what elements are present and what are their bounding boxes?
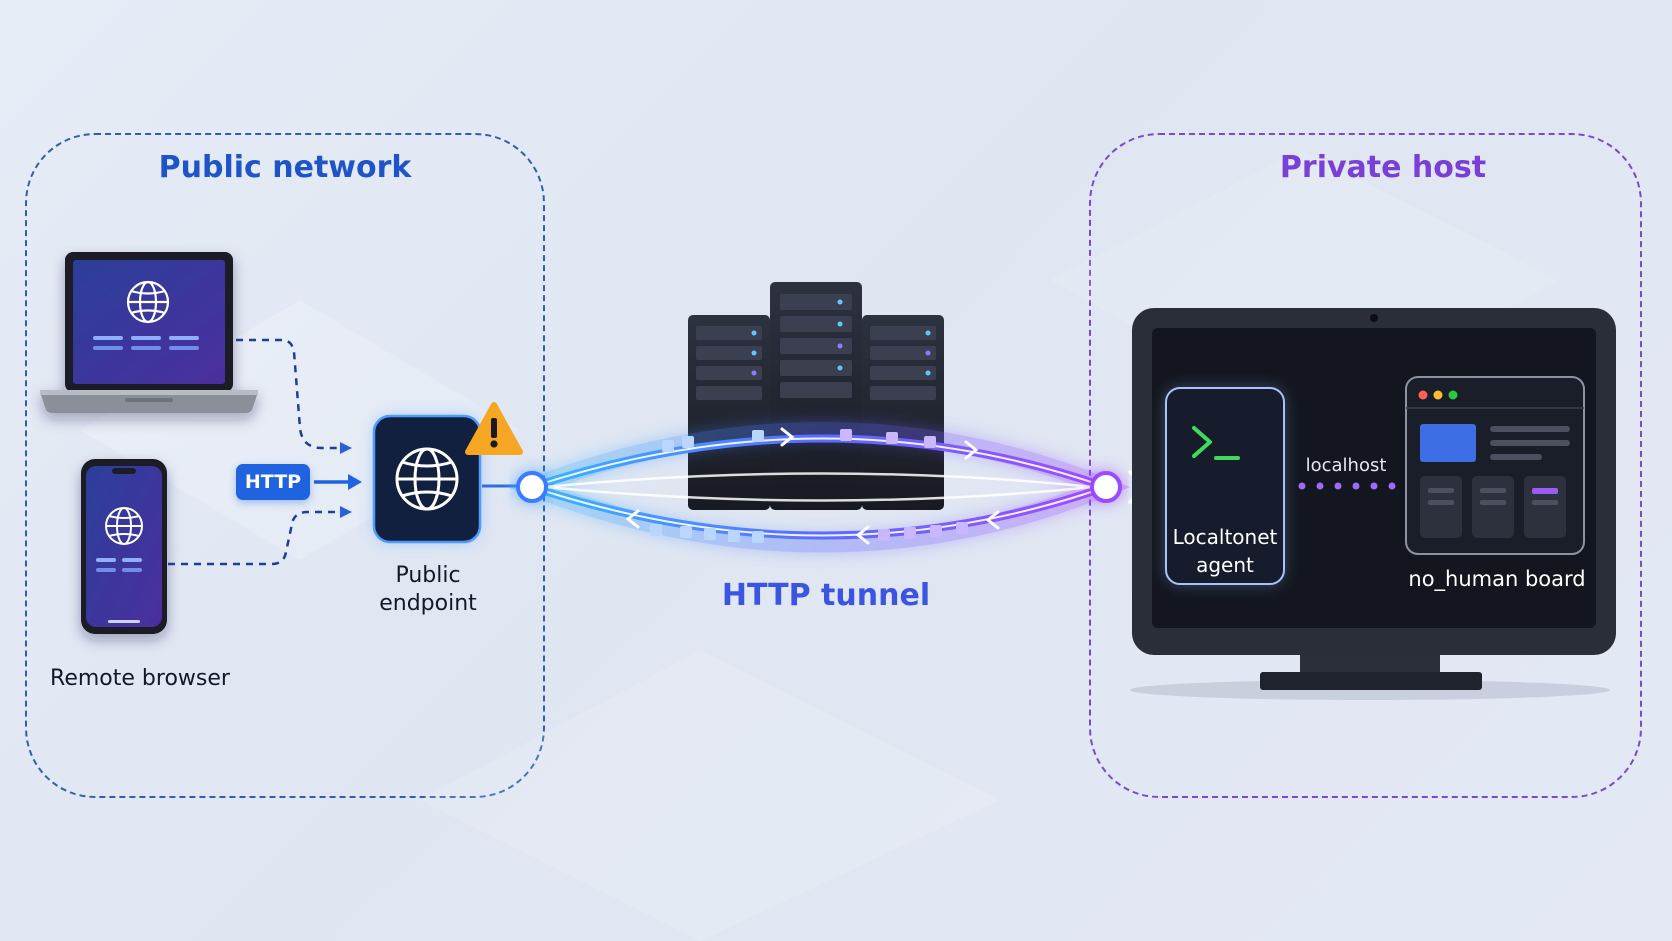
public-network-title: Public network [158,150,412,185]
terminal-icon [1165,387,1285,585]
http-badge: HTTP [236,464,310,500]
warning-icon [465,402,523,455]
server-rack-icon [688,282,944,510]
board-label: no_human board [1408,567,1586,591]
localhost-label: localhost [1305,455,1387,476]
public-endpoint-label: Public endpoint [379,563,477,616]
http-tunnel-label: HTTP tunnel [721,578,931,613]
remote-browser-label: Remote browser [50,666,230,691]
localtonet-agent-label: Localtonet agent [1172,525,1278,577]
phone-icon [81,459,167,634]
private-host-title: Private host [1279,150,1487,185]
laptop-icon [40,252,258,413]
public-network-zone [25,133,545,798]
browser-window-icon [1405,376,1585,555]
localhost-link [1298,482,1396,490]
globe-icon [372,414,482,544]
private-host-zone [1089,133,1642,798]
http-tunnel [506,422,1150,553]
